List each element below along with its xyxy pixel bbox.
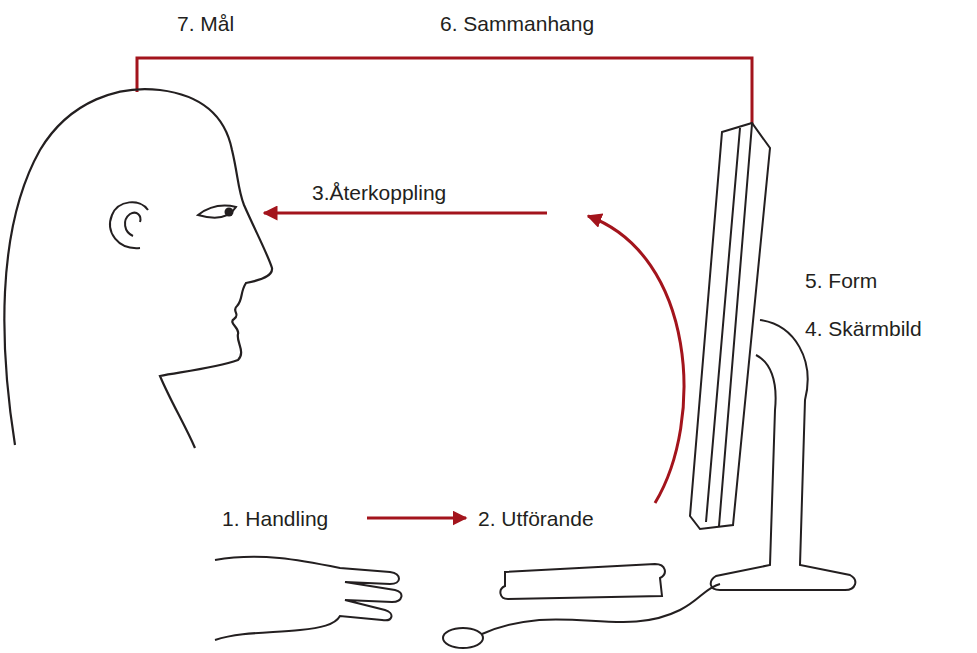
ear xyxy=(110,202,148,248)
step-label: 2. Utförande xyxy=(478,506,594,532)
keyboard xyxy=(500,564,664,599)
eye xyxy=(198,206,236,218)
feedback-arrow xyxy=(264,212,547,215)
action-arrow xyxy=(367,517,466,520)
step-label: 7. Mål xyxy=(177,11,234,37)
step-label: 3.Återkoppling xyxy=(312,180,446,206)
monitor-screen xyxy=(690,123,770,529)
execution-arrow xyxy=(588,216,684,503)
mouse-cable xyxy=(482,584,720,634)
hand xyxy=(215,557,401,640)
mouse xyxy=(443,628,483,648)
step-label: 5. Form xyxy=(805,268,877,294)
monitor-bezel xyxy=(706,124,752,526)
step-label: 6. Sammanhang xyxy=(440,11,594,37)
eye-pupil xyxy=(225,208,234,217)
step-label: 4. Skärmbild xyxy=(805,316,922,342)
step-label: 1. Handling xyxy=(222,506,328,532)
head-outline xyxy=(4,89,272,448)
context-bracket xyxy=(137,58,752,125)
